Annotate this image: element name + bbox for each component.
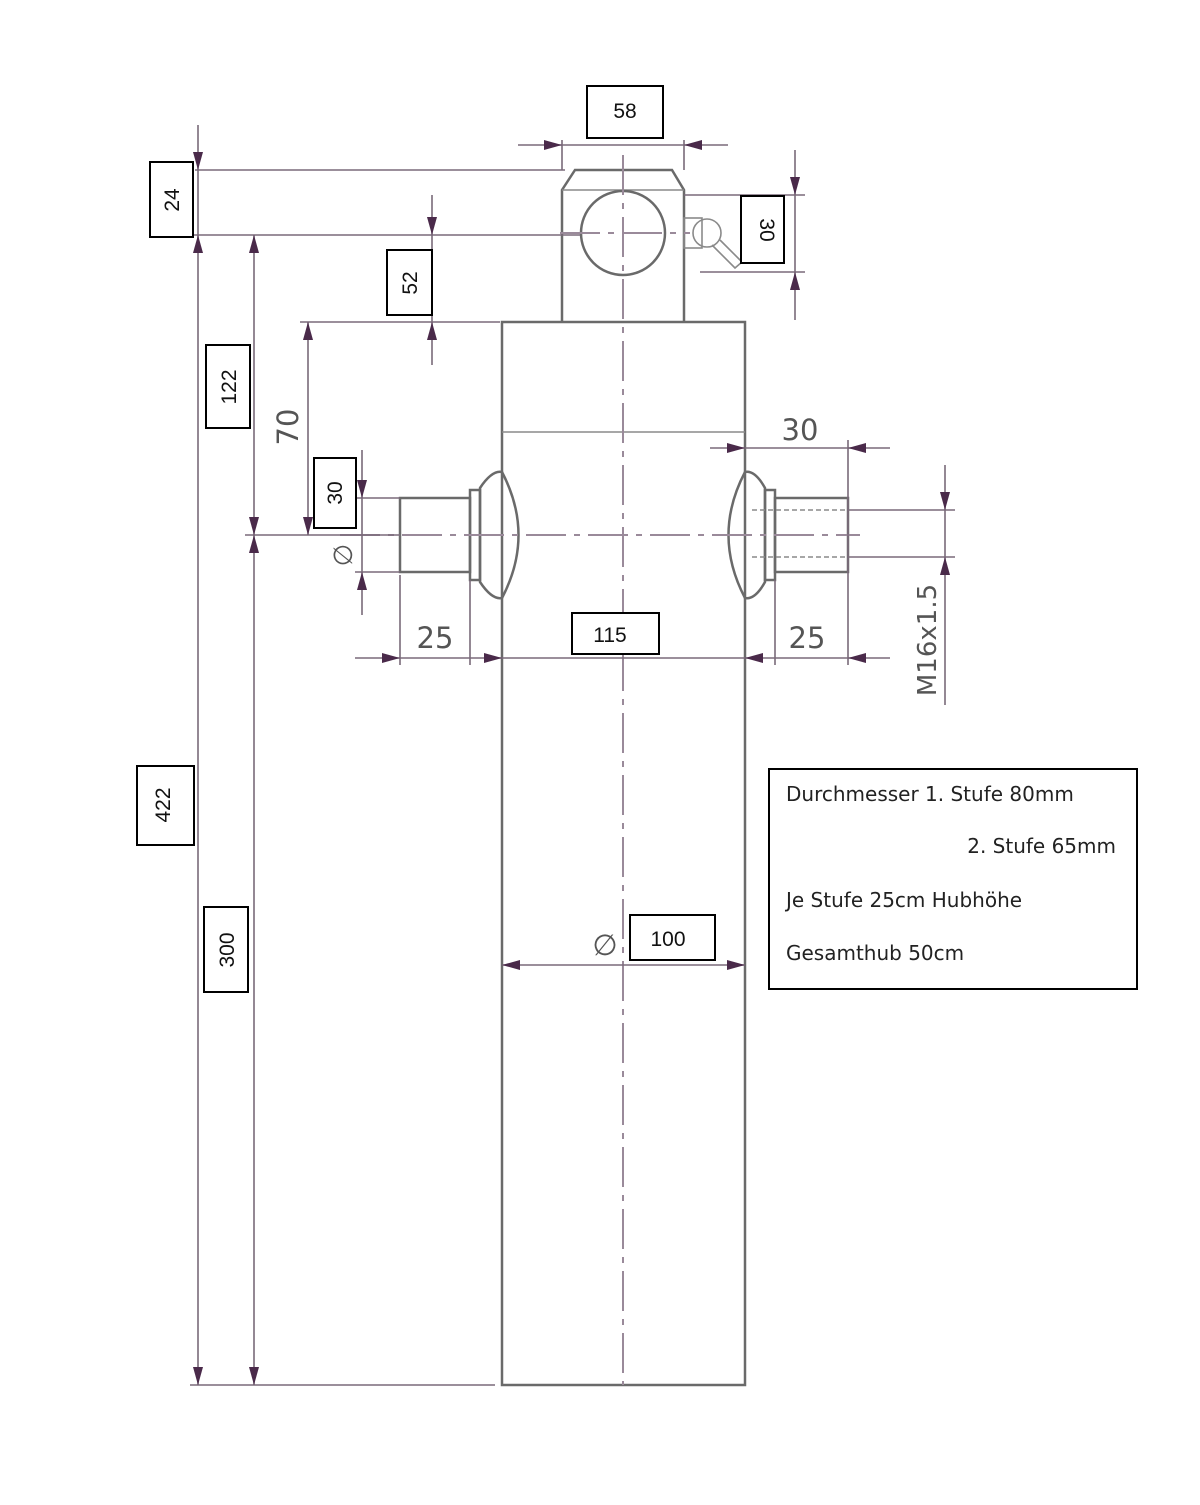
dim-eye-width: 58 bbox=[613, 100, 636, 123]
dim-lower-section: 300 bbox=[216, 932, 239, 967]
dim-right-port-length: 30 bbox=[782, 413, 819, 447]
mounting-eye bbox=[560, 168, 744, 322]
dim-eye-to-body: 52 bbox=[399, 271, 422, 294]
diameter-symbol-port: ∅ bbox=[329, 544, 359, 567]
notes-box: Durchmesser 1. Stufe 80mm 2. Stufe 65mm … bbox=[768, 768, 1138, 990]
dim-right-port-25: 25 bbox=[789, 621, 826, 655]
dimension-lines bbox=[190, 125, 955, 1386]
dim-total-height: 422 bbox=[152, 787, 175, 822]
dim-body-diameter: 100 bbox=[650, 928, 685, 951]
diameter-symbol-body: ∅ bbox=[592, 928, 617, 962]
dim-port-spacing: 115 bbox=[593, 624, 626, 647]
dim-eye-diameter: 30 bbox=[755, 218, 778, 241]
dimension-arrows bbox=[193, 140, 950, 1385]
dim-port-offset: 70 bbox=[271, 409, 305, 446]
note-stage2-diameter: 2. Stufe 65mm bbox=[967, 834, 1116, 858]
dim-port-diameter: 30 bbox=[324, 481, 347, 504]
note-stage1-diameter: Durchmesser 1. Stufe 80mm bbox=[786, 782, 1074, 806]
note-total-stroke: Gesamthub 50cm bbox=[786, 941, 965, 965]
dim-upper-section: 122 bbox=[218, 369, 241, 404]
note-stroke-per-stage: Je Stufe 25cm Hubhöhe bbox=[786, 888, 1023, 912]
dim-thread: M16x1.5 bbox=[913, 584, 943, 696]
dim-eye-top: 24 bbox=[161, 188, 184, 212]
dim-left-port-25: 25 bbox=[417, 621, 454, 655]
